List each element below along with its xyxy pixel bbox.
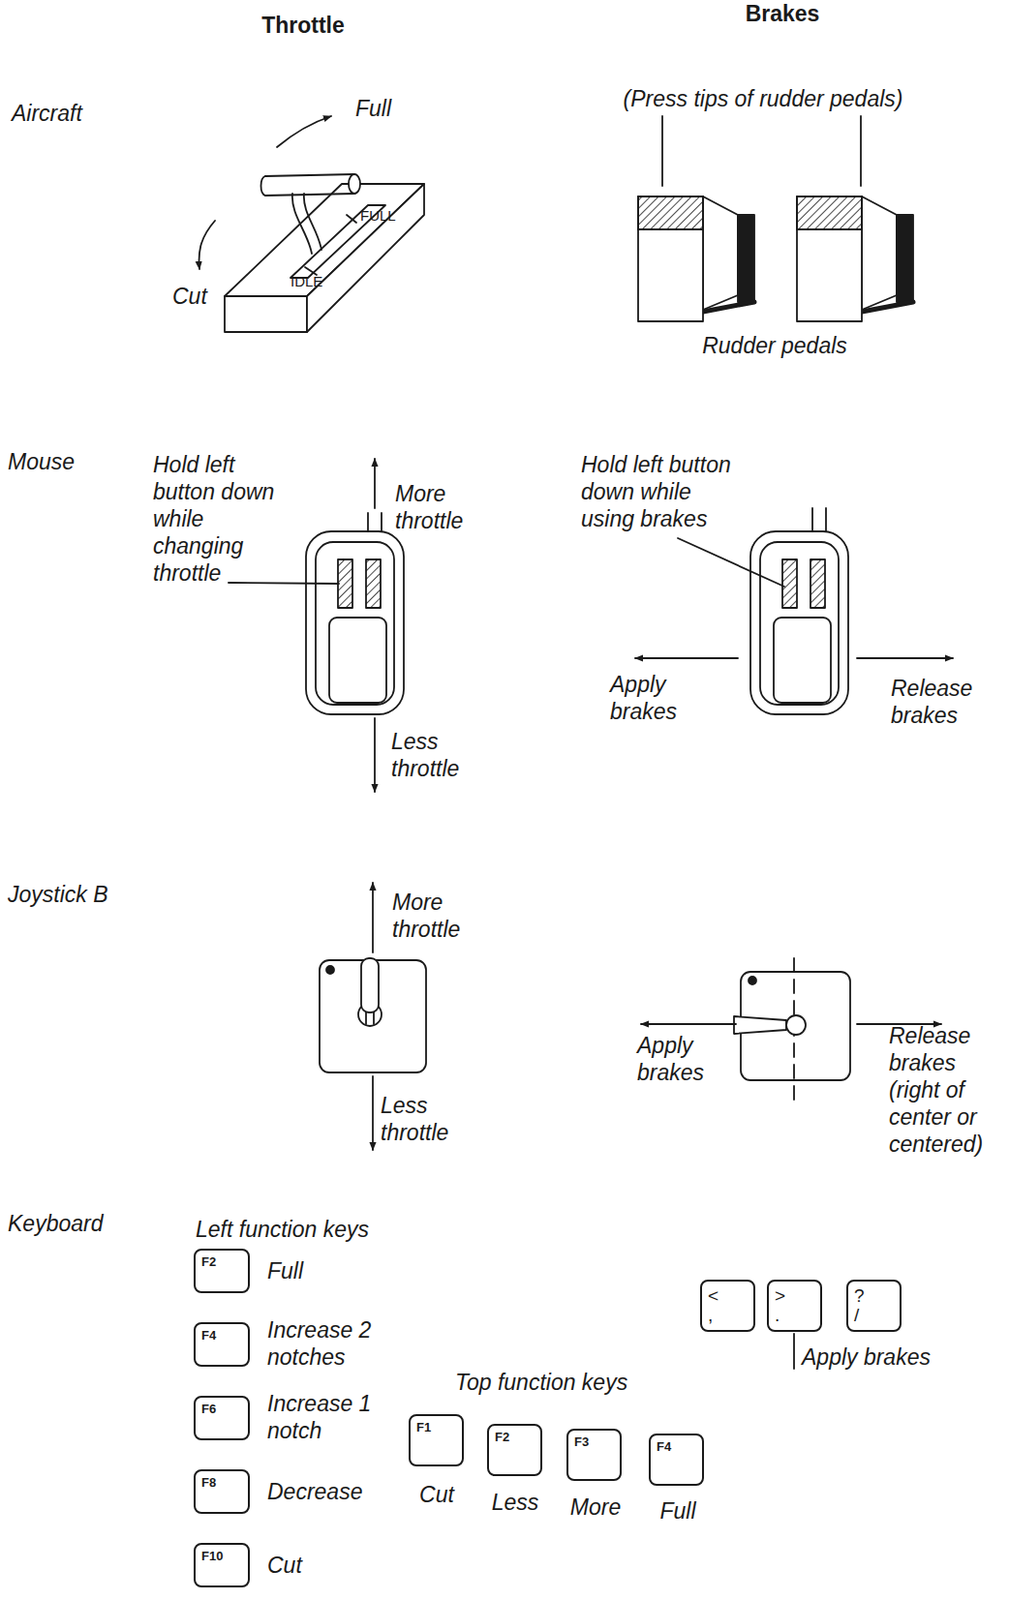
caption-label: Increase 1 notch [267, 1390, 384, 1445]
function-key: F10 [193, 1543, 250, 1589]
caption-label: Cut [172, 282, 208, 310]
caption-label: Apply brakes [637, 1032, 734, 1087]
caption-label: More throttle [395, 480, 492, 535]
key-legend: ? [854, 1286, 894, 1307]
key-legend: F2 [201, 1255, 243, 1271]
key-legend: F1 [416, 1421, 457, 1437]
caption-label: More [570, 1494, 621, 1522]
caption-label: Mouse [7, 448, 75, 476]
caption-label: Aircraft [11, 99, 83, 127]
function-key: F4 [648, 1434, 704, 1487]
caption-label: Full [659, 1498, 696, 1526]
caption-label: Cut [267, 1552, 303, 1580]
leader-line [793, 1334, 795, 1370]
key-legend: , [707, 1306, 748, 1326]
caption-label: Release brakes [890, 674, 998, 730]
caption-label: Increase 2 notches [267, 1316, 384, 1372]
caption-label: Less throttle [391, 728, 489, 783]
key-legend: / [854, 1306, 894, 1326]
throttle-quadrant [199, 116, 425, 333]
key-legend: F2 [494, 1431, 535, 1446]
caption-label: Full [355, 94, 392, 123]
column-heading: Throttle [261, 11, 345, 39]
keyboard-key: >. [766, 1280, 823, 1333]
key-legend: F3 [574, 1436, 614, 1451]
key-legend: F4 [656, 1440, 697, 1456]
caption-label: Less throttle [380, 1092, 478, 1147]
function-key: F2 [487, 1424, 543, 1477]
key-legend: < [707, 1286, 748, 1307]
function-key: F6 [193, 1396, 250, 1441]
function-key: F1 [408, 1414, 464, 1468]
caption-label: IDLE [290, 273, 323, 291]
function-key: F8 [193, 1469, 250, 1515]
keyboard-key: ?/ [846, 1280, 902, 1333]
caption-label: FULL [360, 207, 397, 225]
caption-label: Rudder pedals [702, 332, 848, 360]
caption-label: More throttle [392, 888, 490, 944]
mouse-throttle [228, 458, 404, 793]
caption-label: Joystick B [7, 881, 109, 909]
key-legend: > [774, 1286, 815, 1307]
caption-label: Cut [419, 1481, 455, 1509]
caption-label: Apply brakes [610, 671, 707, 726]
caption-label: Hold left button down while using brakes [580, 451, 738, 533]
function-key: F2 [193, 1249, 250, 1294]
caption-label: Left function keys [195, 1216, 369, 1244]
caption-label: Top function keys [455, 1369, 628, 1397]
caption-label: Less [491, 1489, 540, 1517]
caption-label: Release brakes (right of center or cente… [888, 1022, 1004, 1159]
column-heading: Brakes [745, 0, 821, 28]
key-legend: . [774, 1306, 815, 1326]
caption-label: Apply brakes [801, 1344, 931, 1372]
function-key: F4 [193, 1322, 250, 1368]
caption-label: Keyboard [7, 1210, 103, 1238]
caption-label: Hold left button down while changing thr… [152, 451, 289, 587]
function-key: F3 [566, 1429, 622, 1482]
key-legend: F6 [201, 1403, 243, 1418]
caption-label: (Press tips of rudder pedals) [623, 85, 904, 113]
keyboard-key: <, [700, 1280, 756, 1333]
caption-label: Decrease [267, 1478, 363, 1506]
caption-label: Full [267, 1257, 304, 1285]
rudder-pedals [638, 116, 914, 322]
key-legend: F10 [201, 1550, 243, 1565]
key-legend: F4 [201, 1329, 243, 1345]
key-legend: F8 [201, 1476, 243, 1492]
